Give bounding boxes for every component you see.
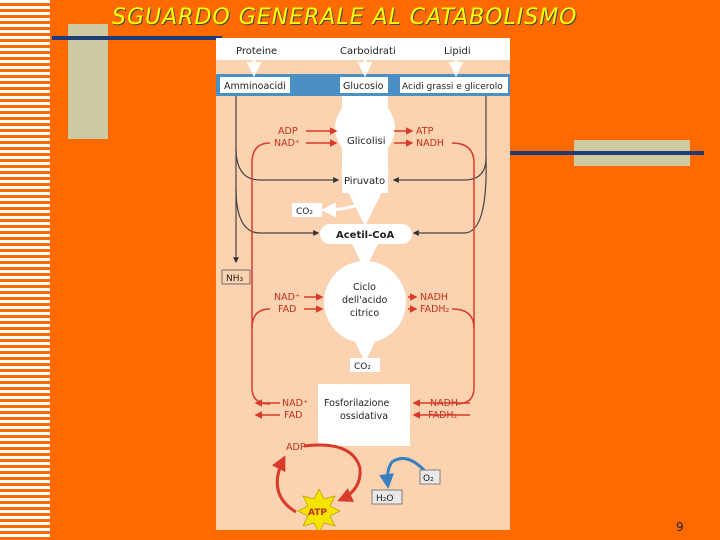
label-lipidi: Lipidi	[444, 46, 471, 57]
oxphos-box	[318, 384, 410, 446]
label-adp: ADP	[286, 442, 306, 453]
path-red-right-cycle	[451, 308, 475, 329]
co2-box-1	[292, 203, 322, 217]
label-co2-1: CO₂	[296, 207, 313, 217]
glycolysis-capsule-bottom	[341, 168, 389, 198]
label-ciclo-1: Ciclo	[353, 282, 376, 293]
path-red-left-cycle	[251, 308, 271, 329]
label-amminoacidi: Amminoacidi	[224, 81, 286, 92]
label-glicolisi: Glicolisi	[347, 136, 385, 147]
label-ciclo-3: citrico	[350, 308, 379, 319]
label-glucosio: Glucosio	[343, 81, 384, 92]
path-amminoacidi-to-acetil	[235, 187, 320, 236]
label-nh3: NH₃	[226, 274, 244, 284]
label-oxphos-2: ossidativa	[340, 411, 388, 422]
top-white-band	[216, 38, 510, 60]
label-o2: O₂	[423, 474, 434, 484]
atp-starburst	[297, 488, 341, 530]
glycolysis-in-nad: NAD⁺	[274, 138, 300, 149]
o2-box	[419, 469, 441, 485]
box-glucosio	[340, 77, 388, 93]
slide-title: SGUARDO GENERALE AL CATABOLISMO	[112, 5, 578, 30]
label-oxphos-1: Fosforilazione	[324, 398, 390, 409]
box-acidi-grassi	[400, 77, 508, 93]
glycolysis-in-adp: ADP	[278, 126, 298, 137]
arrow-blue-curve	[379, 456, 426, 489]
path-amminoacidi-to-piruvato	[235, 147, 340, 183]
label-ciclo-2: dell'acido	[342, 295, 387, 306]
cycle-left-fad: FAD	[278, 304, 296, 315]
cycle-right-nadh: NADH	[420, 292, 448, 303]
path-lipidi-to-acetil	[412, 157, 487, 236]
left-stripe-decoration	[0, 0, 50, 540]
cycle-left-nad: NAD⁺	[274, 292, 300, 303]
label-acetil-coa: Acetil-CoA	[336, 230, 394, 241]
glycolysis-out-nadh: NADH	[416, 138, 444, 149]
oxphos-left-fad: FAD	[284, 410, 302, 421]
glycolysis-out-atp: ATP	[416, 126, 434, 137]
acetil-coa-box	[320, 224, 412, 244]
label-atp: ATP	[308, 508, 327, 518]
arrow-red-curve-upper	[303, 443, 362, 502]
h2o-box	[371, 489, 403, 505]
arrow-red-curve-lower	[271, 455, 297, 514]
label-proteine: Proteine	[236, 46, 277, 57]
box-amminoacidi	[220, 77, 290, 93]
nh3-box	[221, 269, 251, 285]
decor-line-right	[508, 151, 704, 155]
label-h2o: H₂O	[376, 494, 393, 504]
page-number: 9	[676, 520, 684, 534]
arrow-to-co2-1	[321, 202, 361, 218]
catabolism-diagram: Proteine Carboidrati Lipidi Amminoacidi …	[216, 38, 510, 530]
label-carboidrati: Carboidrati	[340, 46, 396, 57]
oxphos-left-nad: NAD⁺	[282, 398, 308, 409]
decor-block-left	[68, 24, 108, 139]
decor-line-top	[52, 36, 222, 40]
co2-box-2	[350, 358, 380, 372]
label-co2-2: CO₂	[354, 362, 371, 372]
cycle-right-fadh2: FADH₂	[420, 304, 450, 315]
label-piruvato: Piruvato	[344, 176, 385, 187]
citric-cycle-circle	[324, 261, 406, 343]
label-acidi-grassi: Acidi grassi e glicerolo	[402, 82, 503, 92]
